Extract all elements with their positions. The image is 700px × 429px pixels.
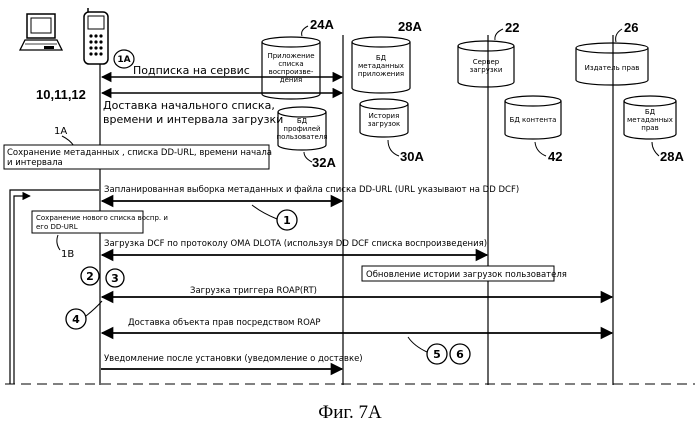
msg-save-metadata-2: и интервала — [7, 158, 63, 168]
marker-6: 6 — [450, 344, 470, 364]
cylinder-label-line: метаданных — [627, 116, 673, 124]
ref-32a: 32A — [312, 155, 336, 170]
msg-save-metadata-1: Сохранение метаданных , списка DD-URL, в… — [7, 148, 272, 158]
ref-26: 26 — [624, 20, 638, 35]
cylinder-label-line: БД — [376, 54, 387, 62]
msg-initial-list-1: Доставка начального списка, — [103, 99, 275, 112]
svg-text:1: 1 — [283, 214, 291, 227]
cylinder-label-line: Издатель прав — [585, 64, 640, 72]
cylinder-label-line: загрузок — [368, 120, 401, 128]
marker-1: 1 — [277, 210, 297, 230]
svg-text:4: 4 — [72, 313, 80, 326]
ref-28a-top: 28A — [398, 19, 422, 34]
cylinder-label-line: Сервер — [473, 58, 500, 66]
svg-text:1A: 1A — [117, 55, 130, 65]
msg-install-notify: Уведомление после установки (уведомление… — [104, 354, 363, 364]
cylinder-user-profile-db: БД профилей пользователя — [277, 107, 328, 150]
ref-28a-right: 28A — [660, 149, 684, 164]
cylinder-rights-metadata-db: БД метаданных прав — [624, 96, 676, 139]
msg-history-update: Обновление истории загрузок пользователя — [366, 270, 567, 280]
svg-text:5: 5 — [433, 348, 441, 361]
marker-1a-side: 1A — [54, 126, 67, 137]
cylinder-label-line: БД — [297, 117, 308, 125]
cylinder-label-line: Приложение — [267, 52, 314, 60]
loop-bracket-inner — [14, 196, 24, 384]
marker-1b: 1B — [61, 249, 74, 260]
msg-roap-trigger: Загрузка триггера ROAP(RT) — [190, 286, 317, 296]
cylinder-label-line: воспроизве- — [269, 68, 314, 76]
devices-ref: 10,11,12 — [36, 87, 86, 102]
svg-text:3: 3 — [111, 272, 119, 285]
cylinder-label-line: БД контента — [510, 116, 557, 124]
cylinder-label-line: метаданных — [358, 62, 404, 70]
cylinder-metadata-db: БД метаданных приложения — [352, 37, 410, 93]
cylinder-playlist-app: Приложение списка воспроизве- дения — [262, 37, 320, 99]
ref-22: 22 — [505, 20, 519, 35]
marker-3: 3 — [106, 269, 124, 287]
msg-save-new-1: Сохранение нового списка воспр. и — [36, 214, 168, 222]
msg-scheduled: Запланированная выборка метаданных и фай… — [104, 185, 519, 195]
marker-4: 4 — [66, 309, 86, 329]
msg-rights-delivery: Доставка объекта прав посредством ROAP — [128, 318, 321, 328]
cylinder-label-line: загрузки — [470, 66, 503, 74]
cylinder-label-line: БД — [645, 108, 656, 116]
marker-5: 5 — [427, 344, 447, 364]
ref-42: 42 — [548, 149, 562, 164]
msg-save-new-2: его DD-URL — [36, 223, 78, 231]
ref-24a: 24A — [310, 17, 334, 32]
cylinder-rights-issuer: Издатель прав — [576, 43, 648, 85]
svg-text:6: 6 — [456, 348, 464, 361]
cylinder-label-line: прав — [641, 124, 658, 132]
marker-2: 2 — [81, 267, 99, 285]
mobile-phone-icon — [84, 8, 108, 64]
msg-initial-list-2: времени и интервала загрузки — [103, 113, 283, 126]
figure-caption: Фиг. 7A — [318, 402, 382, 423]
cylinder-label-line: История — [369, 112, 400, 120]
cylinder-label-line: приложения — [358, 70, 404, 78]
marker-1a-top: 1A — [114, 50, 134, 68]
computer-icon — [20, 14, 62, 50]
msg-subscribe: Подписка на сервис — [133, 64, 250, 77]
ref-30a: 30A — [400, 149, 424, 164]
cylinder-label-line: профилей — [283, 125, 320, 133]
cylinder-download-server: Сервер загрузки — [458, 41, 514, 87]
cylinder-label-line: списка — [278, 60, 303, 68]
cylinder-label-line: пользователя — [277, 133, 328, 141]
cylinder-download-history: История загрузок — [360, 99, 408, 137]
msg-dcf-download: Загрузка DCF по протоколу OMA DLOTA (исп… — [104, 239, 487, 249]
cylinder-content-db: БД контента — [505, 96, 561, 139]
svg-text:2: 2 — [86, 270, 94, 283]
